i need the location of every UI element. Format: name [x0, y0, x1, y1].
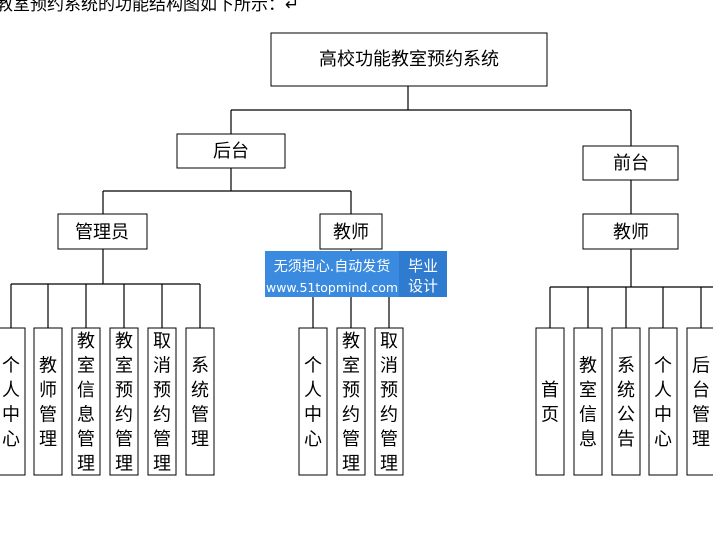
teacher-front-module-label: 教室信息: [579, 356, 597, 451]
admin-node: 管理员: [57, 213, 148, 250]
teacher-front-module-label: 系统公告: [617, 356, 635, 451]
admin-module-6: 系统管理: [185, 327, 215, 476]
admin-module-4: 教室预约管理: [109, 327, 139, 476]
admin-module-label: 系统管理: [191, 356, 209, 451]
backend-label: 后台: [213, 141, 249, 162]
caption-text: 教室预约系统的功能结构图如下所示：↵: [0, 0, 299, 15]
admin-module-5: 取消预约管理: [147, 327, 177, 476]
teacher-front-module-label: 后台管理: [692, 356, 710, 451]
teacher-back-module-label: 取消预约管理: [380, 331, 398, 475]
admin-module-1: 个人中心: [0, 327, 26, 476]
watermark-line1: 无须担心.自动发货: [274, 258, 390, 275]
watermark-banner: 无须担心.自动发货 www.51topmind.com 毕业 设计: [265, 251, 447, 297]
teacher-back-module-3: 取消预约管理: [374, 327, 404, 476]
teacher-front-label: 教师: [613, 222, 649, 243]
teacher-back-module-1: 个人中心: [298, 327, 328, 476]
root-label: 高校功能教室预约系统: [319, 49, 499, 70]
teacher-front-module-5: 后台管理: [686, 327, 713, 476]
teacher-back-module-label: 个人中心: [304, 356, 322, 451]
connector-lines: [10, 86, 713, 328]
teacher-front-module-3: 系统公告: [611, 327, 641, 476]
watermark-line2: www.51topmind.com: [266, 280, 398, 295]
teacher-front-module-label: 首页: [541, 380, 559, 426]
teacher-front-module-2: 教室信息: [573, 327, 603, 476]
teacher-back-label: 教师: [333, 222, 369, 243]
admin-module-label: 教师管理: [39, 356, 57, 451]
admin-label: 管理员: [75, 222, 129, 243]
teacher-front-module-label: 个人中心: [654, 356, 672, 451]
admin-module-3: 教室信息管理: [71, 327, 101, 476]
root-node: 高校功能教室预约系统: [270, 32, 548, 87]
admin-module-label: 教室预约管理: [115, 331, 133, 475]
teacher-front-node: 教师: [582, 213, 679, 250]
frontend-label: 前台: [613, 153, 649, 174]
teacher-back-module-2: 教室预约管理: [336, 327, 366, 476]
teacher-back-node: 教师: [319, 213, 383, 250]
teacher-back-module-label: 教室预约管理: [342, 331, 360, 475]
teacher-front-module-4: 个人中心: [648, 327, 678, 476]
frontend-node: 前台: [582, 145, 679, 181]
admin-module-label: 教室信息管理: [77, 331, 95, 475]
watermark-badge2: 设计: [408, 277, 438, 295]
admin-module-label: 取消预约管理: [153, 331, 171, 475]
backend-node: 后台: [176, 133, 286, 169]
teacher-front-module-1: 首页: [535, 327, 565, 476]
watermark-badge1: 毕业: [408, 257, 438, 275]
admin-module-label: 个人中心: [2, 356, 20, 451]
module-boxes: 个人中心 教师管理 教室信息管理 教室预约管理 取消预约管理 系统管理 个人中心 教室预约管理…: [0, 327, 713, 476]
admin-module-2: 教师管理: [33, 327, 63, 476]
